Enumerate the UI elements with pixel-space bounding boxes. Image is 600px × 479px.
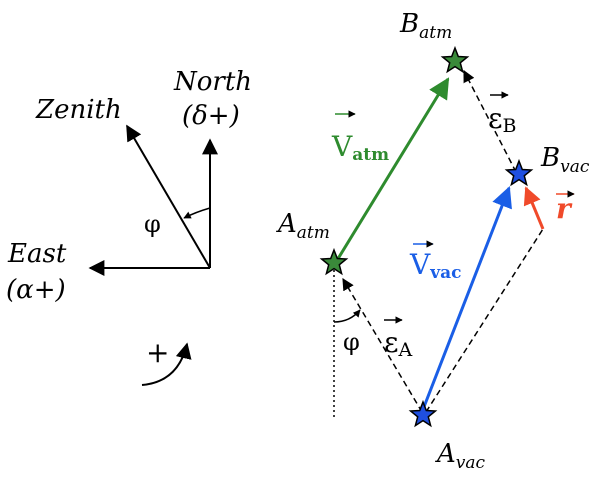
east-direction: (α+) bbox=[6, 275, 66, 305]
east-label: East bbox=[7, 239, 67, 269]
rotation-arrow bbox=[141, 342, 192, 386]
v-atm-label: Vatm bbox=[331, 110, 389, 165]
star-a-atm bbox=[319, 247, 349, 276]
v-atm-vector bbox=[334, 77, 450, 263]
svg-text:Vatm: Vatm bbox=[331, 130, 389, 165]
star-a-vac bbox=[408, 399, 438, 428]
rotation-sign: + bbox=[146, 336, 169, 369]
star-b-atm bbox=[440, 45, 470, 74]
label-a-vac: Avac bbox=[435, 439, 486, 473]
phi-label: φ bbox=[343, 328, 360, 356]
svg-text:εB: εB bbox=[488, 102, 516, 137]
svg-text:Vvac: Vvac bbox=[409, 248, 461, 283]
compass-angle-arc bbox=[183, 207, 211, 219]
north-label: North bbox=[173, 67, 252, 97]
v-vac-label: Vvac bbox=[409, 240, 461, 283]
epsilon-b-label: εB bbox=[488, 91, 516, 137]
phi-angle-arc bbox=[333, 309, 361, 323]
vector-diagram: Aatm Batm Bvac Avac Vatm Vvac bbox=[276, 9, 590, 473]
epsilon-a-vector bbox=[342, 277, 423, 413]
epsilon-b-vector bbox=[463, 69, 517, 173]
north-direction: (δ+) bbox=[182, 101, 240, 131]
svg-text:r: r bbox=[556, 192, 573, 225]
svg-text:εA: εA bbox=[384, 326, 413, 361]
compass: Zenith North (δ+) East (α+) φ + bbox=[6, 67, 252, 386]
v-vac-vector bbox=[420, 186, 512, 413]
zenith-label: Zenith bbox=[35, 95, 122, 125]
r-vector bbox=[523, 186, 545, 230]
compass-phi-label: φ bbox=[144, 210, 161, 238]
zenith-axis bbox=[126, 124, 211, 269]
r-vector-dashed bbox=[425, 228, 544, 413]
epsilon-a-label: εA bbox=[384, 316, 413, 361]
r-label: r bbox=[556, 190, 575, 225]
label-b-vac: Bvac bbox=[540, 143, 590, 177]
label-b-atm: Batm bbox=[399, 9, 452, 43]
star-b-vac bbox=[504, 158, 534, 187]
label-a-atm: Aatm bbox=[276, 209, 330, 243]
